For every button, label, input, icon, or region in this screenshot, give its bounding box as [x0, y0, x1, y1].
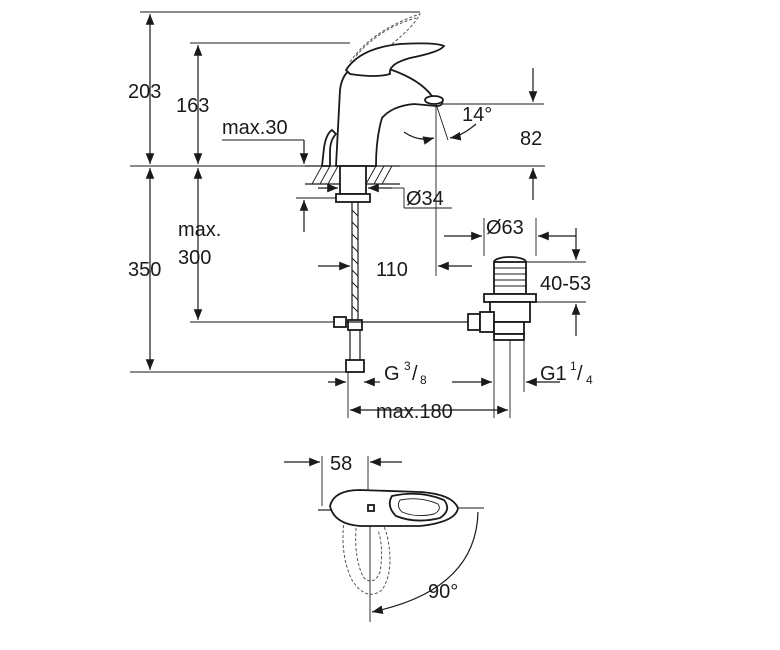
g38-numerator: 3 — [404, 359, 411, 373]
hose-coupling — [347, 319, 363, 331]
lever-raised-ghost — [349, 13, 421, 63]
hose-braid — [351, 209, 359, 313]
g114-numerator: 1 — [570, 359, 577, 373]
max-label: max. — [178, 219, 221, 241]
aerator — [424, 95, 444, 105]
dimension-350-label: 350 — [128, 259, 161, 281]
angle-reference-slant — [435, 103, 449, 141]
mounting-shank — [339, 165, 367, 195]
side-view: 203 163 max.30 350 max. 300 — [128, 11, 593, 423]
angle-14-arrow-right — [449, 123, 477, 141]
angle-90-label: 90° — [428, 581, 458, 603]
max30-label: max.30 — [222, 117, 288, 139]
angle-14-arrow-left — [403, 131, 435, 145]
g114-prefix: G1 — [540, 363, 567, 385]
pop-up-rod — [320, 128, 338, 167]
linkage-knob — [467, 313, 481, 331]
dimension-82-label: 82 — [520, 128, 542, 150]
angle-14-label: 14° — [462, 104, 492, 126]
top-view: 58 90° — [284, 453, 484, 622]
g38-denominator: 8 — [420, 373, 427, 387]
dimension-110-label: 110 — [376, 259, 408, 281]
faucet-lever — [344, 42, 446, 77]
dimension-300-label: 300 — [178, 247, 211, 269]
dimension-203-label: 203 — [128, 81, 161, 103]
g38-prefix: G — [384, 363, 400, 385]
dimension-34-label: Ø34 — [406, 188, 444, 210]
mounting-nut — [335, 193, 371, 203]
lever-rotated-ghost — [342, 517, 391, 595]
connector-g38 — [345, 359, 365, 373]
g114-denominator: 4 — [586, 373, 593, 387]
waste-drain — [479, 256, 537, 341]
g38-slash: / — [412, 363, 418, 385]
dimension-163-label: 163 — [176, 95, 209, 117]
indicator-dot — [367, 504, 375, 512]
angle-90-arc — [371, 511, 479, 614]
max180-label: max.180 — [376, 401, 453, 423]
dimension-63-label: Ø63 — [486, 217, 524, 239]
dimension-58-label: 58 — [330, 453, 352, 475]
faucet-body — [335, 65, 444, 167]
g114-slash: / — [577, 363, 583, 385]
linkage-clip — [333, 316, 347, 328]
dimension-40-53-label: 40-53 — [540, 273, 591, 295]
